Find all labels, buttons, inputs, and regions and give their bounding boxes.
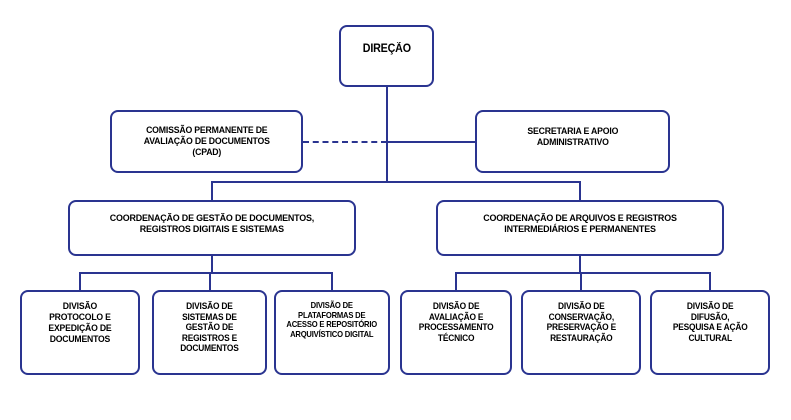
connector-coord2-bus: [455, 272, 710, 274]
node-divisao-difusao-pesquisa[interactable]: DIVISÃO DE DIFUSÃO, PESQUISA E AÇÃO CULT…: [650, 290, 770, 375]
node-coord2-label: COORDENAÇÃO DE ARQUIVOS E REGISTROS INTE…: [483, 213, 677, 236]
node-coordenacao-arquivos-registros[interactable]: COORDENAÇÃO DE ARQUIVOS E REGISTROS INTE…: [436, 200, 724, 256]
connector-direcao-stem: [386, 87, 388, 142]
connector-drop-div6: [709, 272, 711, 290]
node-secretaria-apoio-administrativo[interactable]: SECRETARIA E APOIO ADMINISTRATIVO: [475, 110, 670, 173]
connector-coord2-stem: [579, 256, 581, 272]
node-div4-label: DIVISÃO DE AVALIAÇÃO E PROCESSAMENTO TÉC…: [418, 301, 494, 343]
node-div5-label: DIVISÃO DE CONSERVAÇÃO, PRESERVAÇÃO E RE…: [546, 301, 616, 343]
node-cpad[interactable]: COMISSÃO PERMANENTE DE AVALIAÇÃO DE DOCU…: [110, 110, 303, 173]
connector-drop-div3: [331, 272, 333, 290]
connector-drop-div5: [580, 272, 582, 290]
node-cpad-label: COMISSÃO PERMANENTE DE AVALIAÇÃO DE DOCU…: [143, 124, 270, 158]
node-direcao[interactable]: DIREÇÃO: [339, 25, 434, 87]
node-secretaria-label: SECRETARIA E APOIO ADMINISTRATIVO: [527, 125, 618, 148]
node-divisao-conservacao-restauracao[interactable]: DIVISÃO DE CONSERVAÇÃO, PRESERVAÇÃO E RE…: [521, 290, 641, 375]
node-div1-label: DIVISÃO PROTOCOLO E EXPEDIÇÃO DE DOCUMEN…: [48, 301, 112, 344]
node-direcao-label: DIREÇÃO: [362, 43, 411, 55]
connector-direcao-cpad-dashed: [303, 141, 387, 143]
connector-coordenacao-bus: [211, 181, 581, 183]
node-div3-label: DIVISÃO DE PLATAFORMAS DE ACESSO E REPOS…: [286, 301, 378, 340]
connector-drop-div2: [209, 272, 211, 290]
connector-coord1-stem: [211, 256, 213, 272]
connector-direcao-secretaria: [386, 141, 475, 143]
node-divisao-sistemas-gestao[interactable]: DIVISÃO DE SISTEMAS DE GESTÃO DE REGISTR…: [152, 290, 267, 375]
node-coord1-label: COORDENAÇÃO DE GESTÃO DE DOCUMENTOS, REG…: [109, 213, 315, 236]
connector-direcao-lower-stem: [386, 141, 388, 181]
connector-drop-coord2: [579, 181, 581, 200]
connector-drop-div4: [455, 272, 457, 290]
node-divisao-protocolo-expedicao[interactable]: DIVISÃO PROTOCOLO E EXPEDIÇÃO DE DOCUMEN…: [20, 290, 140, 375]
connector-drop-coord1: [211, 181, 213, 200]
connector-drop-div1: [79, 272, 81, 290]
node-div6-label: DIVISÃO DE DIFUSÃO, PESQUISA E AÇÃO CULT…: [672, 301, 748, 343]
node-divisao-avaliacao-processamento[interactable]: DIVISÃO DE AVALIAÇÃO E PROCESSAMENTO TÉC…: [400, 290, 512, 375]
node-div2-label: DIVISÃO DE SISTEMAS DE GESTÃO DE REGISTR…: [180, 301, 239, 354]
node-coordenacao-gestao-documentos[interactable]: COORDENAÇÃO DE GESTÃO DE DOCUMENTOS, REG…: [68, 200, 356, 256]
connector-coord1-bus: [79, 272, 332, 274]
node-divisao-plataformas-acesso[interactable]: DIVISÃO DE PLATAFORMAS DE ACESSO E REPOS…: [274, 290, 390, 375]
